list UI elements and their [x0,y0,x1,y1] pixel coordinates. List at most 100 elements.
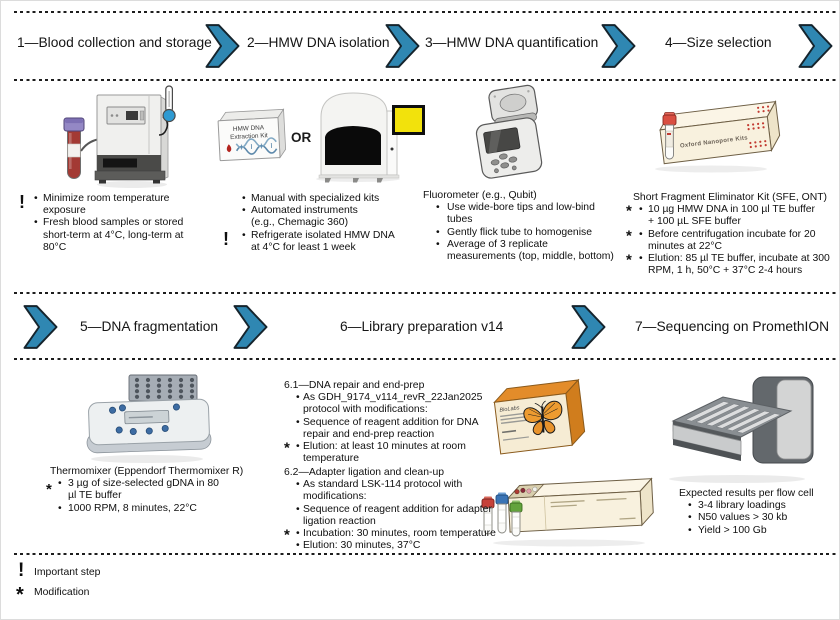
bullet-dot: • [296,479,300,491]
chevron-right-icon [385,24,420,68]
legend-important-label: Important step [34,567,101,578]
note-row: • N50 values > 30 kb [677,512,839,524]
modification-marker: * [626,227,632,245]
chevron-right-icon [205,24,240,68]
bullet-dot: • [242,229,246,241]
note-row: • Fresh blood samples or stored short-te… [19,217,199,254]
extraction-kit-label-line2: Extraction Kit [230,132,268,141]
blood-tube-illustration [63,117,85,179]
dashed-divider [14,292,837,294]
note-text: Automated instruments (e.g., Chemagic 36… [251,205,358,229]
bullet-dot: • [436,238,440,250]
note-row: * • Incubation: 30 minutes, room tempera… [284,526,502,544]
bullet-dot: • [296,528,300,540]
step6-sub1-notes: 6.1—DNA repair and end-prep • As GDH_917… [284,380,502,465]
bullet-dot: • [34,193,38,204]
note-text: 1000 RPM, 8 minutes, 22°C [68,502,197,514]
bullet-dot: • [688,512,692,524]
note-row: * • 3 µg of size-selected gDNA in 80 µl … [46,478,246,502]
note-row: • Automated instruments (e.g., Chemagic … [223,205,408,229]
modification-marker: * [626,251,632,269]
note-row: * • Elution: 85 µl TE buffer, incubate a… [626,251,838,277]
legend-important-symbol: ! [18,560,25,581]
neb-kit-illustration: BioLabs [493,378,586,455]
step5-title: 5—DNA fragmentation [80,319,219,334]
note-text: 10 µg HMW DNA in 100 µl TE buffer + 100 … [648,204,815,228]
bullet-dot: • [296,503,300,515]
note-row: • As GDH_9174_v114_revR_22Jan2025 protoc… [284,392,502,416]
step1-notes: ! • Minimize room temperature exposure •… [19,193,199,254]
bullet-dot: • [436,226,440,238]
note-row: • Sequence of reagent addition for DNA r… [284,417,502,441]
step2-title: 2—HMW DNA isolation [247,35,390,50]
freezer-illustration [94,85,176,188]
note-text: Use wide-bore tips and low-bind tubes [447,202,595,226]
note-text: Elution: at least 10 minutes at room tem… [303,441,466,465]
bullet-d ot: • [296,441,300,453]
note-text: Elution: 30 minutes, 37°C [303,540,421,552]
note-text: Fresh blood samples or stored short-term… [43,217,184,253]
chevron-right-icon [798,24,833,68]
note-row: ! • Refrigerate isolated HMW DNA at 4°C … [223,228,408,254]
chevron-right-icon [23,305,58,349]
important-marker: ! [19,192,25,212]
step7-notes: Expected results per flow cell • 3-4 lib… [677,488,839,537]
dashed-divider [14,11,837,13]
bullet-dot: • [639,253,643,265]
bullet-dot: • [58,502,62,514]
step7-title: 7—Sequencing on PromethION [635,319,830,334]
bullet-dot: • [242,205,246,217]
note-text: Before centrifugation incubate for 20 mi… [648,228,816,252]
note-text: Incubation: 30 minutes, room temperature [303,528,496,540]
chevron-right-icon [601,24,636,68]
sfe-kit-illustration: Oxford Nanopore Kits [655,100,781,173]
bullet-dot: • [242,193,246,204]
note-text: As standard LSK-114 protocol with modifi… [303,479,463,503]
note-text: Gently flick tube to homogenise [447,226,592,238]
modification-marker: * [284,526,290,544]
modification-marker: * [46,481,52,499]
thermomixer-illustration [86,374,212,463]
note-text: Yield > 100 Gb [698,524,767,536]
note-row: * • 10 µg HMW DNA in 100 µl TE buffer + … [626,204,838,228]
note-text: Sequence of reagent addition for adapter… [303,503,492,527]
legend-modification-symbol: * [16,584,24,606]
note-row: • 1000 RPM, 8 minutes, 22°C [46,503,246,515]
note-text: Minimize room temperature exposure [43,193,170,217]
note-text: 3-4 library loadings [698,500,786,512]
step3-title: 3—HMW DNA quantification [425,35,599,50]
chemagic-instrument-illustration [316,92,400,183]
step3-notes: Fluorometer (e.g., Qubit) • Use wide-bor… [423,190,619,263]
bullet-dot: • [296,540,300,552]
step7-heading: Expected results per flow cell [679,488,814,499]
note-text: Sequence of reagent addition for DNA rep… [303,416,479,440]
step6-sub1-heading: 6.1—DNA repair and end-prep [284,380,425,391]
note-row: • 3-4 library loadings [677,500,839,512]
note-text: N50 values > 30 kb [698,512,788,524]
promethion-illustration [669,376,814,483]
important-marker: ! [223,228,229,249]
modification-marker: * [284,439,290,457]
bullet-dot: • [639,228,643,240]
step6-title: 6—Library preparation v14 [340,319,504,334]
dashed-divider [14,79,837,81]
note-text: Refrigerate isolated HMW DNA at 4°C for … [251,229,395,253]
fluorometer-illustration [475,84,543,179]
bullet-dot: • [296,416,300,428]
instrument-screen [392,105,425,135]
or-label: OR [291,130,312,145]
bullet-dot: • [639,204,643,216]
note-text: As GDH_9174_v114_revR_22Jan2025 protocol… [303,392,483,416]
note-row: • Yield > 100 Gb [677,524,839,537]
extraction-kit-label-line1: HMW DNA [233,124,265,133]
step4-title: 4—Size selection [665,35,772,50]
step3-heading: Fluorometer (e.g., Qubit) [423,190,537,201]
bullet-dot: • [34,217,38,229]
dashed-divider [14,553,837,555]
note-row: • As standard LSK-114 protocol with modi… [284,479,502,503]
extraction-kit-illustration: HMW DNA Extraction Kit [217,108,287,162]
note-text: Average of 3 replicate measurements (top… [447,238,614,263]
note-row: • Elution: 30 minutes, 37°C [284,540,502,552]
note-row: • Manual with specialized kits [223,193,408,205]
